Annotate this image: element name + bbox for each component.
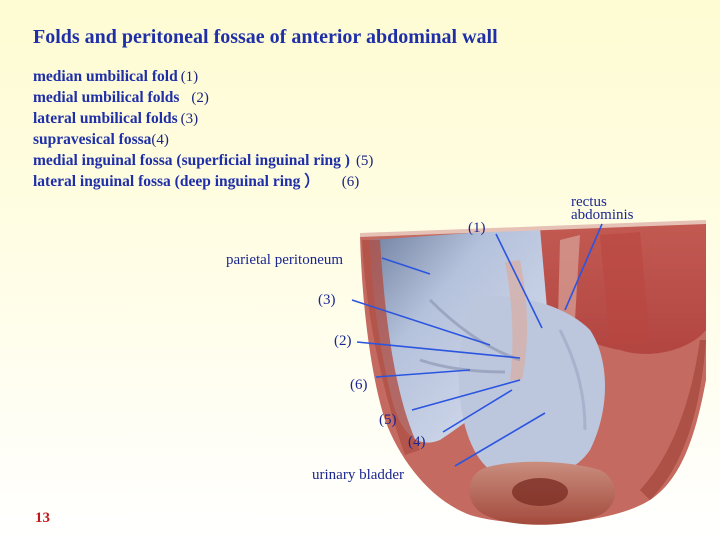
legend-item-medial-inguinal-fossa: medial inguinal fossa (superficial ingui… (33, 150, 373, 171)
label-parietal-peritoneum: parietal peritoneum (226, 252, 343, 268)
leader-4 (442, 389, 513, 433)
legend-item-lateral-umbilical-folds: lateral umbilical folds(3) (33, 108, 373, 129)
leader-5 (411, 379, 521, 411)
bladder-surface (458, 296, 605, 481)
legend-term: lateral inguinal fossa (deep inguinal ri… (33, 173, 320, 190)
slide-title: Folds and peritoneal fossae of anterior … (33, 26, 498, 48)
specimen-illustration (359, 220, 707, 525)
legend-number: (5) (355, 153, 374, 169)
legend-item-lateral-inguinal-fossa: lateral inguinal fossa (deep inguinal ri… (33, 171, 373, 192)
label-1: (1) (468, 220, 486, 236)
legend-number: (1) (180, 69, 199, 85)
leader-urinary-bladder (454, 412, 546, 467)
slide-number: 13 (35, 510, 50, 526)
label-abdominis: abdominis (571, 207, 634, 223)
legend-item-median-umbilical-fold: median umbilical fold(1) (33, 66, 373, 87)
legend-item-supravesical-fossa: supravesical fossa(4) (33, 129, 373, 150)
label-4: (4) (408, 434, 426, 450)
legend-number: (2) (191, 90, 209, 106)
label-3: (3) (318, 292, 336, 308)
leader-lines (351, 223, 603, 467)
legend-term: supravesical fossa (33, 131, 152, 148)
label-2: (2) (334, 333, 352, 349)
legend-term: median umbilical fold (33, 68, 178, 85)
legend-term: medial umbilical folds (33, 89, 180, 106)
legend-item-medial-umbilical-folds: medial umbilical folds (2) (33, 87, 373, 108)
legend-term: lateral umbilical folds (33, 110, 178, 127)
legend-number: (6) (341, 174, 360, 190)
leader-rectus-abdominis (564, 223, 603, 311)
leader-1 (495, 233, 543, 329)
leader-2 (356, 341, 521, 359)
label-urinary-bladder: urinary bladder (312, 467, 404, 483)
legend-term: medial inguinal fossa (superficial ingui… (33, 152, 350, 169)
legend-list: median umbilical fold(1) medial umbilica… (33, 66, 373, 192)
legend-number: (3) (180, 111, 199, 127)
leader-6 (375, 369, 471, 378)
leader-parietal-peritoneum (381, 257, 431, 275)
label-6: (6) (350, 377, 368, 393)
legend-number: (4) (151, 132, 169, 148)
label-rectus: rectus (571, 194, 607, 210)
label-5: (5) (379, 412, 397, 428)
leader-3 (351, 299, 491, 346)
